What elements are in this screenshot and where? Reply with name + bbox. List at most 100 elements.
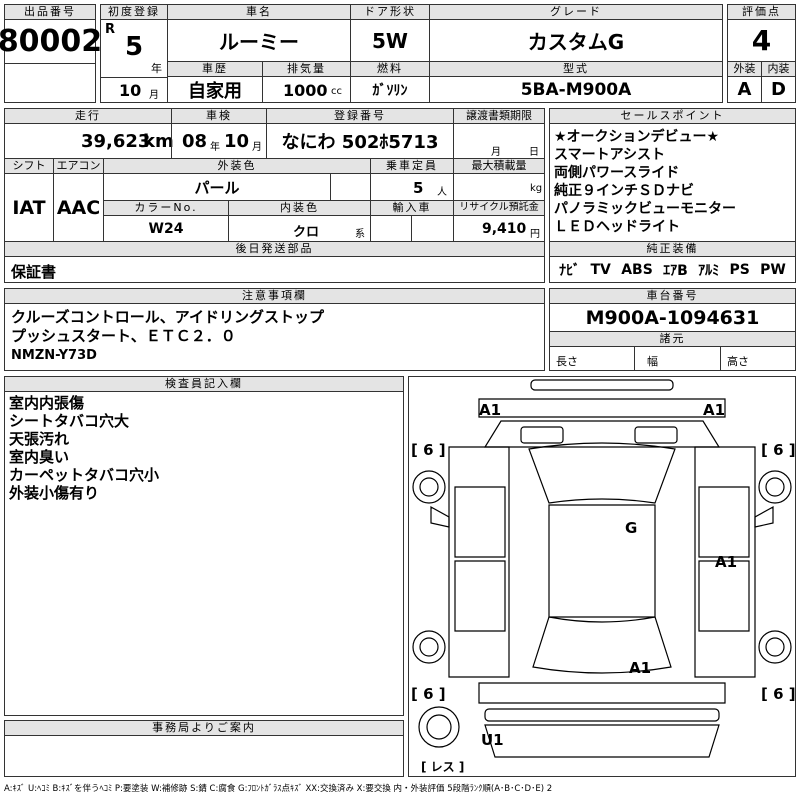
- rear-glass: [532, 616, 672, 674]
- mark-a1-right: A1: [703, 401, 725, 419]
- recycle-label: リサイクル預託金: [453, 200, 545, 216]
- mark-6-bl: [ 6 ]: [411, 685, 446, 703]
- lot-blank: [4, 63, 96, 103]
- headlight-right: [634, 426, 678, 444]
- wheel-rear-right: [758, 630, 792, 664]
- door-type-label: ドア形状: [350, 4, 430, 20]
- car-name-label: 車名: [167, 4, 351, 20]
- exterior-color-blank: [330, 173, 371, 201]
- sales-point-5: パノラミックビューモニター: [554, 201, 736, 217]
- first-reg-year: R 5 年: [100, 19, 168, 78]
- right-rear-door: [698, 560, 750, 632]
- max-load: kg: [453, 173, 545, 201]
- equip-navi: ﾅﾋﾞ: [559, 262, 581, 279]
- fuel-label: 燃料: [350, 61, 430, 77]
- car-name: ルーミー: [167, 19, 351, 62]
- displacement-label: 排気量: [262, 61, 351, 77]
- windshield: [528, 442, 676, 504]
- inspection-label: 車検: [171, 108, 267, 124]
- shift: IAT: [4, 173, 54, 242]
- left-rear-door: [454, 560, 506, 632]
- car-diagram-frame: A1 A1 [ 6 ] [ 6 ] G A1 A1 [ 6 ] [ 6 ] U1…: [408, 376, 796, 777]
- sales-point-2: スマートアシスト: [554, 147, 666, 163]
- interior-color-label: 内装色: [228, 200, 371, 216]
- roof: [548, 504, 656, 618]
- history-label: 車歴: [167, 61, 263, 77]
- wheel-front-right: [758, 470, 792, 504]
- plate-label: 登録番号: [266, 108, 454, 124]
- displacement: 1000 cc: [262, 76, 351, 103]
- sales-point-4: 純正９インチＳＤナビ: [554, 183, 694, 199]
- mileage: 39,623 km: [4, 123, 174, 159]
- headlight-left: [520, 426, 564, 444]
- interior-color: クロ 系: [228, 215, 371, 242]
- later-parts-label: 後日発送部品: [4, 241, 545, 257]
- score-label: 評価点: [727, 4, 796, 20]
- notes-line-1: クルーズコントロール、アイドリングストップ: [11, 308, 325, 326]
- inspector-line-2: シートタバコ穴大: [9, 412, 130, 430]
- mark-a1-side: A1: [715, 553, 737, 571]
- front-bumper-top: [530, 379, 674, 391]
- sales-point-1: ★オークションデビュー★: [554, 129, 720, 145]
- inspector-line-1: 室内内張傷: [9, 394, 85, 412]
- capacity-label: 乗車定員: [370, 158, 454, 174]
- equipment-label: 純正装備: [549, 241, 796, 257]
- notes-line-3: NMZN-Y73D: [11, 348, 97, 363]
- color-no-label: カラーNo.: [103, 200, 229, 216]
- transfer-deadline: 月 日: [453, 123, 545, 159]
- mark-less: [ レス ]: [421, 760, 464, 774]
- score: 4: [727, 19, 796, 62]
- lot-number-label: 出品番号: [4, 4, 96, 20]
- mark-6-tl: [ 6 ]: [411, 441, 446, 459]
- inspector-label: 検査員記入欄: [4, 376, 404, 392]
- import-box-a: [370, 215, 412, 242]
- later-parts: 保証書: [4, 256, 545, 283]
- mark-a1-left: A1: [479, 401, 501, 419]
- notes-line-2: プッシュスタート、ＥＴＣ２．０: [11, 327, 236, 345]
- equip-tv: TV: [590, 261, 611, 278]
- rear-bumper: [484, 708, 720, 722]
- office-label: 事務局よりご案内: [4, 720, 404, 736]
- year-unit: 年: [151, 62, 162, 75]
- ext-grade-label: 外装: [727, 61, 762, 77]
- equip-ps: PS: [729, 261, 750, 278]
- chassis-number: M900A-1094631: [549, 303, 796, 332]
- mark-u1: U1: [481, 731, 504, 749]
- int-grade-label: 内装: [761, 61, 796, 77]
- car-diagram: A1 A1 [ 6 ] [ 6 ] G A1 A1 [ 6 ] [ 6 ] U1…: [411, 379, 796, 774]
- sales-points-box: ★オークションデビュー★ スマートアシスト 両側パワースライド 純正９インチＳＤ…: [549, 123, 796, 242]
- mark-6-tr: [ 6 ]: [761, 441, 796, 459]
- notes-box: クルーズコントロール、アイドリングストップ プッシュスタート、ＥＴＣ２．０ NM…: [4, 303, 545, 371]
- damage-legend: A:ｷｽﾞ U:ﾍｺﾐ B:ｷｽﾞを伴うﾍｺﾐ P:要塗装 W:補修跡 S:錆 …: [4, 784, 553, 794]
- equipment-list: ﾅﾋﾞ TV ABS ｴｱB ｱﾙﾐ PS PW: [549, 256, 796, 283]
- shift-label: シフト: [4, 158, 54, 174]
- first-reg-label: 初度登録: [100, 4, 168, 20]
- notes-label: 注意事項欄: [4, 288, 545, 304]
- wheel-rear-left: [412, 630, 446, 664]
- mirror-left: [430, 505, 450, 528]
- front-panel: [478, 398, 726, 418]
- inspector-box: 室内内張傷 シートタバコ穴大 天張汚れ 室内臭い カーペットタバコ穴小 外装小傷…: [4, 391, 404, 716]
- ext-grade: A: [727, 76, 762, 103]
- grade-label: グレード: [429, 4, 723, 20]
- equip-abs: ABS: [621, 261, 653, 278]
- equip-pw: PW: [760, 261, 786, 278]
- recycle-fee: 9,410 円: [453, 215, 545, 242]
- model-label: 型式: [429, 61, 723, 77]
- import-box-b: [411, 215, 454, 242]
- plate-number: なにわ 502ﾎ5713: [266, 123, 454, 159]
- sales-point-6: ＬＥＤヘッドライト: [554, 219, 680, 235]
- inspector-line-4: 室内臭い: [9, 448, 70, 466]
- dim-width: 幅: [634, 346, 721, 371]
- inspector-line-6: 外装小傷有り: [9, 484, 100, 502]
- dims-label: 諸元: [549, 331, 796, 347]
- wheel-front-left: [412, 470, 446, 504]
- grade: カスタムG: [429, 19, 723, 62]
- inspection-date: 08 年 10 月: [171, 123, 267, 159]
- door-type: 5W: [350, 19, 430, 62]
- first-reg-month: 10 月: [100, 77, 168, 103]
- capacity: 5 人: [370, 173, 454, 201]
- left-front-door: [454, 486, 506, 558]
- exterior-color-label: 外装色: [103, 158, 371, 174]
- model-code: 5BA-M900A: [429, 76, 723, 103]
